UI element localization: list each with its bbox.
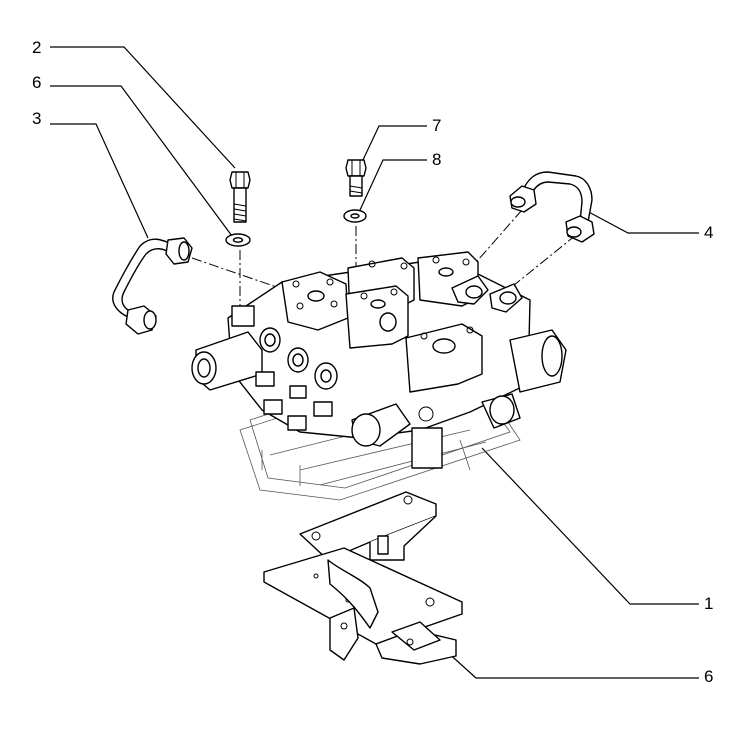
callout-1-label: 1 (704, 594, 713, 613)
callout-2-leader (50, 46, 236, 169)
callout-7: 7 (361, 116, 441, 163)
callout-7-leader (361, 125, 427, 163)
callout-2-label: 2 (32, 38, 41, 57)
callout-8-leader (359, 159, 427, 211)
assembly-axis-lines (191, 209, 577, 310)
callout-8: 8 (359, 150, 441, 211)
callout-4-leader (584, 209, 699, 234)
callout-8-label: 8 (432, 150, 441, 169)
callout-7-label: 7 (432, 116, 441, 135)
mounting-bracket-icon (263, 491, 463, 665)
callout-5-label: 6 (32, 73, 41, 92)
callout-3-leader (50, 123, 149, 239)
callout-3-label: 3 (32, 109, 41, 128)
callout-5-leader (50, 85, 233, 237)
washer-icon (343, 209, 367, 223)
washer-icon (225, 233, 251, 247)
callout-2: 2 (32, 38, 236, 169)
bent-pipe-icon (112, 237, 193, 335)
callout-6-leader (444, 649, 699, 679)
callout-6-label: 6 (704, 667, 713, 686)
bolt-icon (229, 171, 251, 223)
callout-5: 6 (32, 73, 233, 237)
callout-6: 6 (444, 649, 713, 686)
callout-4: 4 (584, 209, 713, 242)
control-valve-block-icon (191, 251, 567, 501)
bent-pipe-icon (509, 171, 595, 243)
bolt-icon (345, 159, 367, 197)
callout-4-label: 4 (704, 223, 713, 242)
callout-3: 3 (32, 109, 149, 239)
callout-1: 1 (481, 447, 713, 613)
callout-1-leader (481, 447, 699, 605)
